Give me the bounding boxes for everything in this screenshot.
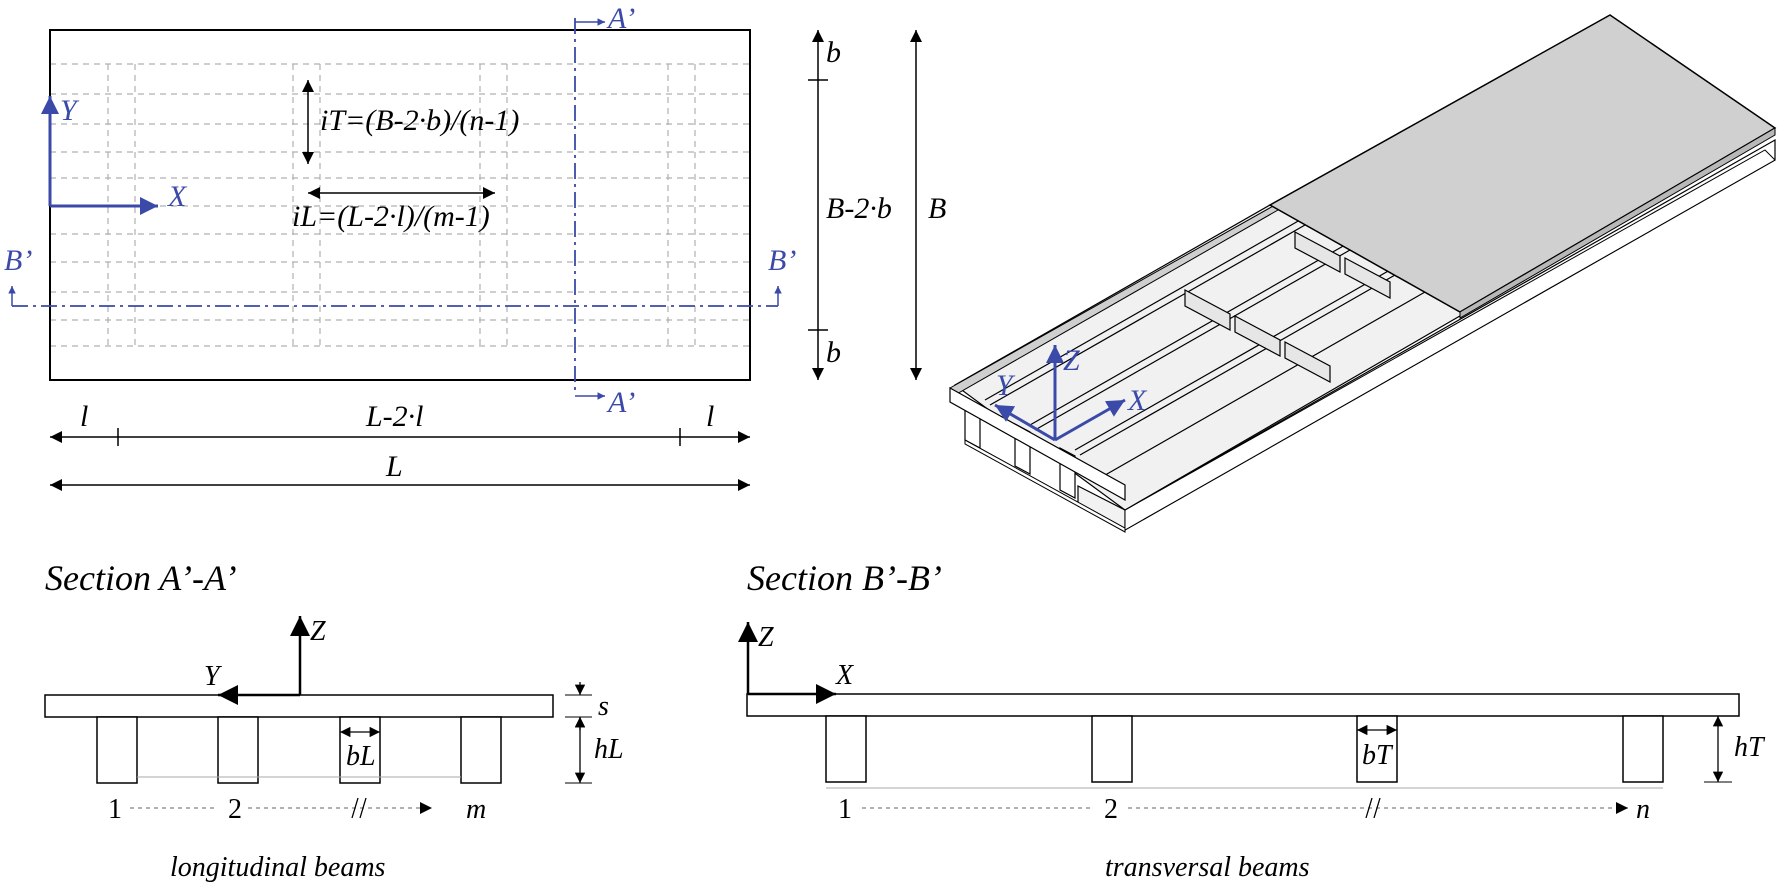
plan-x-label: X: [167, 180, 188, 213]
section-b-caption: transversal beams: [1105, 852, 1310, 883]
section-b-idx-1: 1: [838, 794, 852, 825]
section-a-dim-hL: hL: [594, 734, 624, 765]
section-a-caption: longitudinal beams: [170, 852, 386, 883]
section-b-beam-n: [1622, 715, 1664, 783]
section-b-break-2: [1373, 797, 1381, 819]
iso-transversal-beams: [1184, 231, 1391, 383]
section-a-bottom-label: A’: [606, 386, 635, 419]
iso-deck-plate-edge: [1459, 127, 1776, 319]
dim-b-top: b: [826, 36, 841, 69]
dim-B: B: [928, 192, 946, 225]
section-a-z-label: Z: [310, 616, 326, 647]
section-b-z-label: Z: [758, 622, 774, 653]
section-b-slab: [746, 693, 1740, 717]
dim-L-minus-2l: L-2·l: [365, 400, 424, 433]
dim-l-left: l: [80, 400, 88, 433]
section-a-y-label: Y: [204, 661, 223, 692]
section-a-beam-2: [217, 716, 259, 784]
section-a-break-1: [351, 797, 359, 819]
section-a-idx-2: 2: [228, 794, 242, 825]
iso-z-label: Z: [1063, 344, 1080, 377]
iT-formula: iT=(B-2·b)/(n-1): [320, 104, 519, 137]
section-a-beam-1: [96, 716, 138, 784]
plan-y-label: Y: [60, 94, 80, 127]
section-a-idx-1: 1: [108, 794, 122, 825]
iso-x-label: X: [1127, 384, 1148, 417]
section-a-beams: [96, 716, 502, 784]
section-b-dim-bT: bT: [1362, 740, 1394, 771]
section-a-idx-m: m: [466, 794, 486, 825]
section-b-break-1: [1365, 797, 1373, 819]
section-b-left-label: B’: [4, 244, 32, 277]
iso-y-axis: [994, 403, 1056, 442]
iso-x-axis: [1054, 398, 1126, 442]
section-a-slab: [44, 694, 554, 718]
plan-view: A’ A’ B’ B’ Y X iT=(B-2·b)/(n-1) iL=(L-2…: [4, 2, 946, 491]
section-a-dim-bL: bL: [346, 741, 376, 772]
section-a-beam-m: [460, 716, 502, 784]
iso-y-label: Y: [996, 369, 1016, 402]
iso-under-side: [1124, 149, 1776, 531]
section-a-dim-s: s: [598, 691, 609, 722]
section-b-dim-hT: hT: [1734, 732, 1766, 763]
section-a-top-label: A’: [606, 2, 635, 35]
dim-L: L: [385, 450, 403, 483]
section-b-idx-n: n: [1636, 794, 1650, 825]
iso-longitudinal-beams: [984, 219, 1426, 479]
isometric-view: Z X Y: [949, 14, 1777, 533]
iso-front-slab: [949, 386, 1126, 502]
section-b-idx-2: 2: [1104, 794, 1118, 825]
dim-l-right: l: [706, 400, 714, 433]
section-b-x-label: X: [835, 660, 854, 691]
section-a-break-2: [359, 797, 367, 819]
dim-B-minus-2b: B-2·b: [826, 192, 892, 225]
section-b-title: Section B’-B’: [747, 558, 942, 598]
section-b-beam-1: [825, 715, 867, 783]
dim-b-bottom: b: [826, 336, 841, 369]
section-b-beam-2: [1091, 715, 1133, 783]
section-b: Section B’-B’ Z X bT hT 1 2 n transvers: [738, 558, 1766, 883]
section-b-right-label: B’: [768, 244, 796, 277]
iL-formula: iL=(L-2·l)/(m-1): [292, 200, 490, 233]
section-a: Section A’-A’ Z Y s hL bL 1 2: [44, 558, 624, 883]
hidden-beam-grid: [50, 63, 750, 347]
iso-front-base: [964, 439, 1126, 533]
section-a-title: Section A’-A’: [45, 558, 237, 598]
section-b-beams: [825, 715, 1664, 783]
